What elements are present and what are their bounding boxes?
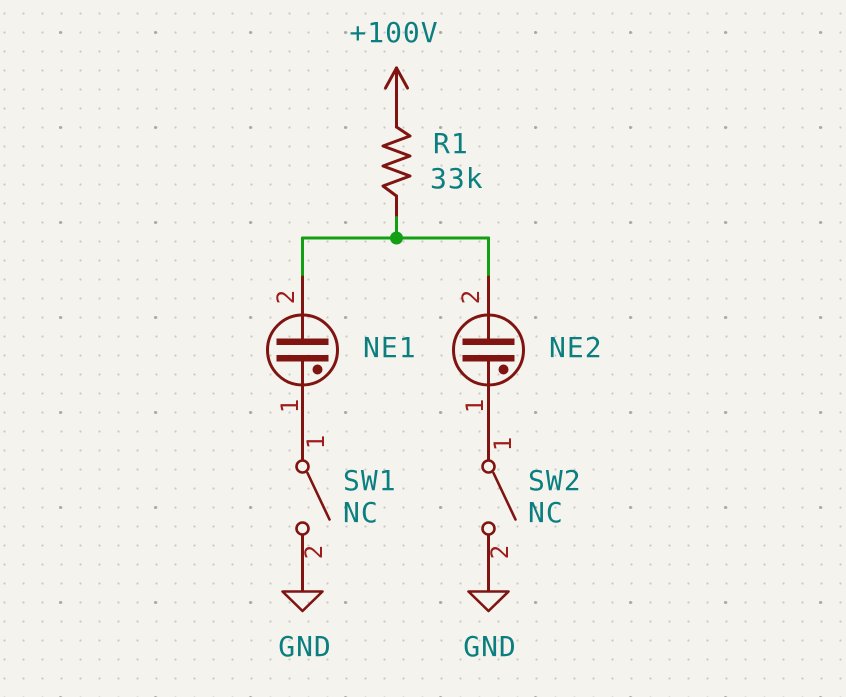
pin-number-ne1-1: 1 bbox=[276, 398, 304, 414]
switch-symbol-sw2[interactable] bbox=[481, 459, 517, 593]
pin-number-ne2-2: 2 bbox=[457, 289, 485, 305]
lamp-ref-ne2[interactable]: NE2 bbox=[549, 331, 603, 364]
resistor-ref[interactable]: R1 bbox=[433, 127, 469, 160]
ground-symbol-right[interactable] bbox=[467, 590, 510, 613]
switch-symbol-sw1[interactable] bbox=[295, 459, 331, 593]
pin-number-sw1-1: 1 bbox=[302, 434, 330, 450]
resistor-symbol[interactable] bbox=[381, 125, 412, 219]
pin-number-ne2-1: 1 bbox=[461, 398, 489, 414]
ground-symbol-left[interactable] bbox=[281, 590, 324, 613]
pin-number-sw2-1: 1 bbox=[489, 436, 517, 452]
switch-value-sw2[interactable]: NC bbox=[528, 496, 564, 529]
neon-lamp-symbol-ne2[interactable] bbox=[452, 275, 525, 462]
junction-dot[interactable] bbox=[390, 231, 403, 245]
power-net-label[interactable]: +100V bbox=[349, 16, 439, 49]
pin-number-ne1-2: 2 bbox=[272, 289, 300, 305]
neon-lamp-symbol-ne1[interactable] bbox=[266, 275, 339, 462]
wires[interactable] bbox=[301, 216, 490, 279]
lamp-ref-ne1[interactable]: NE1 bbox=[363, 331, 417, 364]
power-flag-icon[interactable] bbox=[384, 66, 409, 129]
ground-net-label-right[interactable]: GND bbox=[463, 630, 517, 663]
pin-number-sw2-2: 2 bbox=[486, 544, 514, 560]
resistor-value[interactable]: 33k bbox=[430, 162, 484, 195]
switch-ref-sw2[interactable]: SW2 bbox=[528, 464, 582, 497]
ground-net-label-left[interactable]: GND bbox=[278, 630, 332, 663]
switch-value-sw1[interactable]: NC bbox=[343, 496, 379, 529]
switch-ref-sw1[interactable]: SW1 bbox=[343, 464, 397, 497]
pin-number-sw1-2: 2 bbox=[300, 544, 328, 560]
